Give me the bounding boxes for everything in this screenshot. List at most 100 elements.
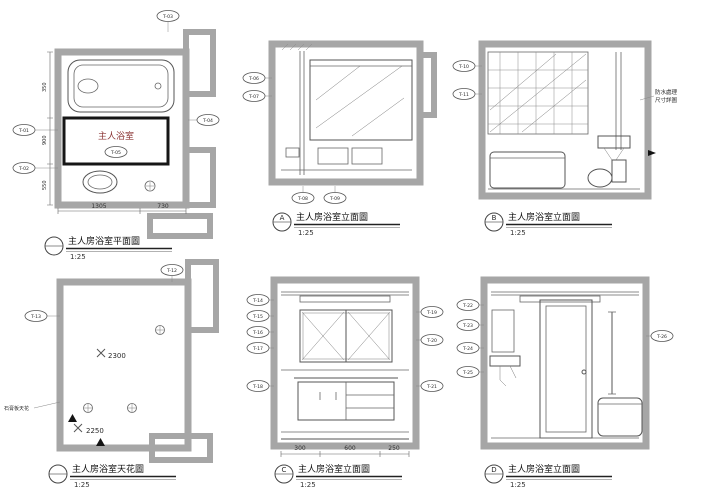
elev-a-title: 主人房浴室立面圖 [296,211,368,223]
svg-text:T-08: T-08 [297,196,308,202]
svg-text:T-22: T-22 [462,303,473,309]
callout-bubble: T-11 [452,88,482,100]
elev-c-scale: 1:25 [300,481,316,489]
ceiling-annex-box [149,433,213,463]
elev-c-title-block: C 主人房浴室立面圖 1:25 [274,463,402,489]
callout-bubble: T-16 [246,326,274,338]
downlight-symbol [83,403,93,413]
svg-text:T-01: T-01 [18,128,29,134]
callout-bubble: T-19 [416,306,444,318]
elev-b-note: 防水處理 尺寸詳圖 [639,88,678,156]
mirror-cabinet [299,309,393,363]
door-elevation [539,299,593,439]
plan-scale: 1:25 [70,253,86,261]
callout-bubble: T-22 [456,299,484,311]
svg-text:T-10: T-10 [458,64,469,70]
elev-c-tag: C [282,466,287,474]
callout-bubble: T-05 [104,146,128,158]
svg-text:600: 600 [344,445,356,452]
callout-bubble: T-23 [456,319,484,331]
callout-bubble: T-14 [246,294,274,306]
svg-text:730: 730 [157,203,169,210]
svg-text:300: 300 [294,445,306,452]
bathtub-plan [67,59,175,113]
callout-bubble: T-13 [24,310,60,322]
callout-bubble: T-18 [246,380,274,392]
basin-plan [82,170,118,194]
elev-b-scale: 1:25 [510,229,526,237]
floor-drain [144,180,156,192]
ceiling-note: 石膏板天花 [4,401,61,412]
svg-text:T-25: T-25 [462,370,473,376]
svg-text:900: 900 [42,135,48,145]
svg-text:250: 250 [388,445,400,452]
callout-bubble: T-04 [188,114,220,126]
callout-bubble: T-07 [242,90,272,102]
svg-text:T-19: T-19 [426,310,437,316]
ceiling-walls [56,278,192,452]
ceiling-height-main: 2300 [108,352,126,360]
svg-text:T-26: T-26 [656,334,667,340]
callout-bubble: T-02 [12,162,58,174]
elev-b-interior [487,51,640,190]
svg-text:T-13: T-13 [30,314,41,320]
callout-bubble: T-03 [156,10,180,32]
callout-bubble: T-12 [160,264,184,282]
elev-a-frame [268,40,424,186]
callout-bubble: T-21 [416,380,444,392]
elev-a-tag: A [280,214,285,222]
room-label: 主人浴室 [98,130,134,142]
vanity-cabinet [297,381,395,421]
elevation-c-panel: T-14 T-15 T-16 T-17 T-18 T-19 [246,276,444,489]
ceiling-height-low: 2250 [86,427,104,435]
elevation-a-panel: T-06 T-07 T-08 T-09 A 主人房浴室立面圖 1:25 [242,40,437,237]
elev-b-frame [478,40,652,200]
elev-c-interior [281,291,409,440]
section-mark [68,414,77,422]
elev-c-frame [270,276,420,450]
elev-c-dimension: 300 600 250 [280,445,410,457]
elev-b-tag: B [492,214,497,222]
svg-text:350: 350 [42,82,48,92]
plan-title-block: 主人房浴室平面圖 1:25 [44,235,172,261]
elev-d-interior [489,291,643,439]
svg-text:T-17: T-17 [252,346,263,352]
callout-bubble: T-25 [456,366,484,378]
callout-bubble: T-15 [246,310,274,322]
ceiling-title: 主人房浴室天花圖 [72,463,144,475]
svg-text:T-07: T-07 [248,94,259,100]
svg-text:T-24: T-24 [462,346,473,352]
plan-wall-extension-top [183,29,216,97]
svg-text:T-12: T-12 [166,268,177,274]
callout-bubble: T-10 [452,60,482,72]
callout-bubble: T-26 [646,330,674,342]
elev-d-title: 主人房浴室立面圖 [508,463,580,475]
svg-text:550: 550 [42,180,48,190]
grab-bar [608,311,616,395]
plan-panel: 主人浴室 T-05 1305 730 350 900 550 [12,10,220,261]
ceiling-title-block: 主人房浴室天花圖 1:25 [48,463,176,489]
elev-a-scale: 1:25 [298,229,314,237]
elev-d-tag: D [491,466,496,474]
svg-text:T-14: T-14 [252,298,263,304]
svg-text:T-11: T-11 [458,92,469,98]
elev-d-frame [480,276,650,450]
mirror-side [491,309,515,353]
svg-text:1305: 1305 [91,203,106,210]
svg-text:T-20: T-20 [426,338,437,344]
toilet-elevation [587,159,627,188]
elevation-b-panel: 防水處理 尺寸詳圖 T-10 T-11 B 主人房浴室立面圖 1:25 [452,40,678,237]
svg-text:T-06: T-06 [248,76,259,82]
ceiling-extension [185,259,219,333]
elevation-d-panel: T-22 T-23 T-24 T-25 T-26 D 主人房浴室立面 [456,276,674,489]
callout-bubble: T-20 [416,334,444,346]
svg-text:T-04: T-04 [202,118,213,124]
callout-bubble: T-06 [242,72,272,84]
plan-title: 主人房浴室平面圖 [68,235,140,247]
light-fixture [299,295,391,303]
callout-bubble: T-08 [291,186,315,204]
elev-a-title-block: A 主人房浴室立面圖 1:25 [272,211,400,237]
callout-bubble: T-17 [246,342,274,354]
elev-d-scale: 1:25 [510,481,526,489]
downlight-symbol [155,325,165,335]
